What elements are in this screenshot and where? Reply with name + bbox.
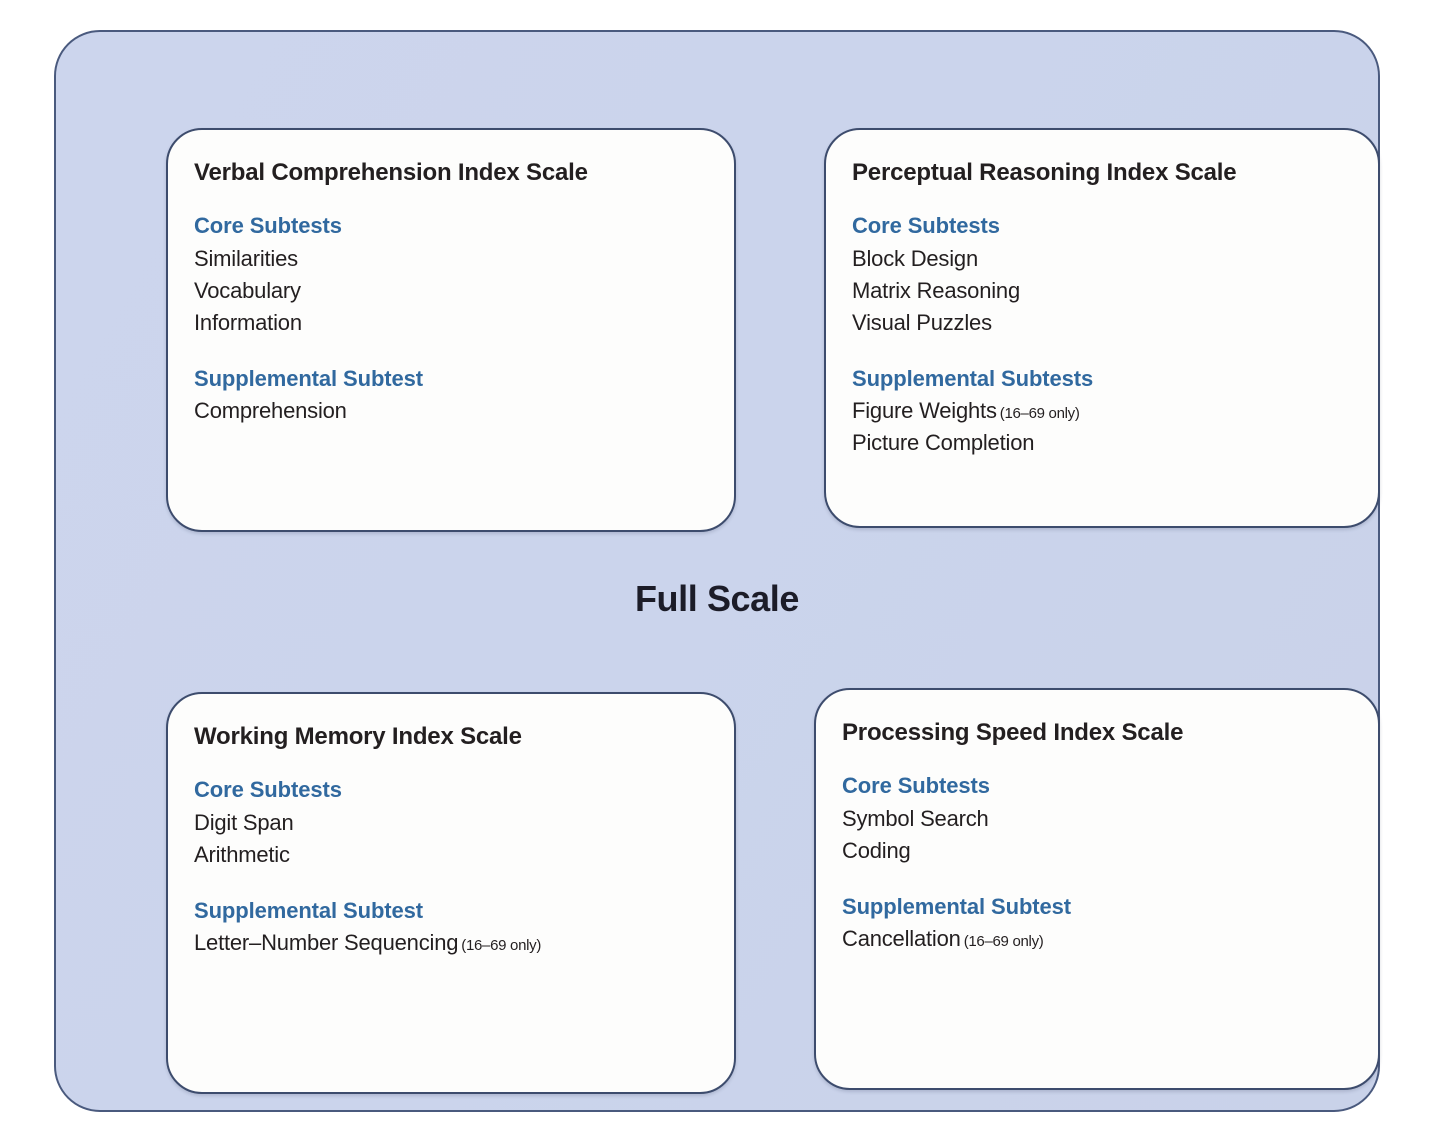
subtest-name: Matrix Reasoning: [852, 277, 1020, 303]
subtest-group-supplemental: Supplemental Subtest Comprehension: [194, 365, 708, 427]
subtest-name: Letter–Number Sequencing: [194, 929, 459, 955]
subtest-list: Symbol Search Coding: [842, 803, 1352, 867]
age-range-note: (16–69 only): [963, 932, 1044, 950]
subtest-list: Letter–Number Sequencing(16–69 only): [194, 927, 708, 959]
full-scale-label: Full Scale: [634, 578, 800, 619]
subtest-name: Symbol Search: [842, 805, 989, 831]
group-heading: Core Subtests: [842, 773, 990, 799]
group-heading: Core Subtests: [852, 213, 1000, 239]
subtest-item: Information: [194, 307, 708, 339]
subtest-group-core: Core Subtests Digit Span Arithmetic: [194, 776, 708, 870]
subtest-name: Information: [194, 309, 302, 335]
subtest-group-core: Core Subtests Symbol Search Coding: [842, 772, 1352, 866]
index-card-processing-speed: Processing Speed Index Scale Core Subtes…: [814, 688, 1380, 1090]
subtest-list: Figure Weights(16–69 only) Picture Compl…: [852, 395, 1352, 459]
age-range-note: (16–69 only): [461, 936, 542, 954]
group-heading: Supplemental Subtest: [842, 893, 1072, 919]
subtest-group-supplemental: Supplemental Subtest Letter–Number Seque…: [194, 897, 708, 959]
group-heading: Core Subtests: [194, 213, 342, 239]
subtest-name: Similarities: [194, 245, 298, 271]
subtest-name: Cancellation: [842, 925, 961, 951]
subtest-name: Block Design: [852, 245, 978, 271]
subtest-item: Visual Puzzles: [852, 307, 1352, 339]
subtest-name: Arithmetic: [194, 841, 290, 867]
subtest-group-core: Core Subtests Similarities Vocabulary In…: [194, 212, 708, 338]
subtest-name: Digit Span: [194, 809, 294, 835]
card-title: Verbal Comprehension Index Scale: [194, 159, 588, 186]
subtest-item: Letter–Number Sequencing(16–69 only): [194, 927, 708, 959]
card-title: Processing Speed Index Scale: [842, 719, 1184, 746]
age-range-note: (16–69 only): [999, 405, 1080, 423]
subtest-item: Symbol Search: [842, 803, 1352, 835]
subtest-item: Figure Weights(16–69 only): [852, 395, 1352, 427]
subtest-list: Block Design Matrix Reasoning Visual Puz…: [852, 243, 1352, 339]
subtest-item: Coding: [842, 835, 1352, 867]
subtest-list: Cancellation(16–69 only): [842, 923, 1352, 955]
subtest-item: Similarities: [194, 243, 708, 275]
group-heading: Supplemental Subtest: [194, 897, 424, 923]
full-scale-container: Verbal Comprehension Index Scale Core Su…: [54, 30, 1380, 1112]
subtest-item: Picture Completion: [852, 427, 1352, 459]
subtest-item: Matrix Reasoning: [852, 275, 1352, 307]
subtest-item: Block Design: [852, 243, 1352, 275]
subtest-item: Cancellation(16–69 only): [842, 923, 1352, 955]
group-heading: Supplemental Subtests: [852, 365, 1094, 391]
subtest-group-supplemental: Supplemental Subtests Figure Weights(16–…: [852, 365, 1352, 459]
subtest-group-supplemental: Supplemental Subtest Cancellation(16–69 …: [842, 893, 1352, 955]
subtest-item: Comprehension: [194, 395, 708, 427]
subtest-name: Coding: [842, 837, 911, 863]
index-card-working-memory: Working Memory Index Scale Core Subtests…: [166, 692, 736, 1094]
subtest-list: Comprehension: [194, 395, 708, 427]
subtest-item: Digit Span: [194, 807, 708, 839]
subtest-name: Comprehension: [194, 398, 347, 424]
subtest-name: Figure Weights: [852, 398, 997, 424]
subtest-item: Vocabulary: [194, 275, 708, 307]
subtest-name: Visual Puzzles: [852, 309, 992, 335]
subtest-item: Arithmetic: [194, 839, 708, 871]
group-heading: Supplemental Subtest: [194, 365, 424, 391]
index-card-perceptual-reasoning: Perceptual Reasoning Index Scale Core Su…: [824, 128, 1380, 528]
subtest-list: Similarities Vocabulary Information: [194, 243, 708, 339]
subtest-name: Picture Completion: [852, 430, 1035, 456]
index-card-verbal-comprehension: Verbal Comprehension Index Scale Core Su…: [166, 128, 736, 532]
subtest-name: Vocabulary: [194, 277, 301, 303]
card-title: Working Memory Index Scale: [194, 723, 522, 750]
subtest-list: Digit Span Arithmetic: [194, 807, 708, 871]
card-title: Perceptual Reasoning Index Scale: [852, 159, 1237, 186]
subtest-group-core: Core Subtests Block Design Matrix Reason…: [852, 212, 1352, 338]
group-heading: Core Subtests: [194, 777, 342, 803]
